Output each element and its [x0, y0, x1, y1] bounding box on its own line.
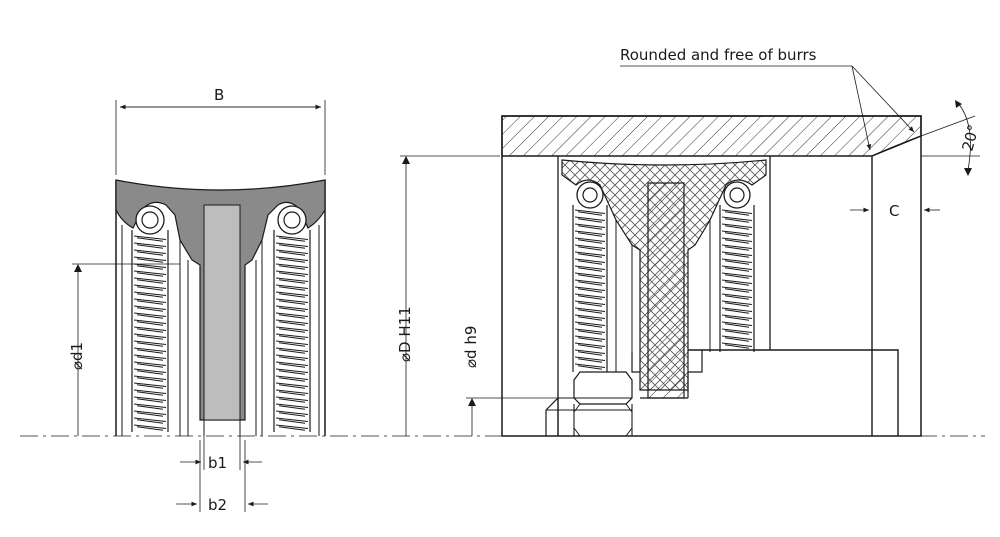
dim-DH11-label: ⌀D H11 [396, 306, 414, 362]
right-spring-right [719, 181, 755, 352]
dim-d1-label: ⌀d1 [68, 342, 86, 370]
dim-C-label: C [889, 202, 899, 220]
dim-b2-label: b2 [208, 496, 227, 514]
housing-top-hatched [501, 115, 922, 157]
left-spring-right [273, 205, 311, 432]
note-label: Rounded and free of burrs [620, 46, 817, 64]
right-spring-left [572, 181, 608, 372]
left-spring-left [131, 205, 169, 432]
dim-b1-label: b1 [208, 454, 227, 472]
right-installation-view: ⌀D H11 ⌀d h9 C 20° Rounded and free of b… [396, 46, 983, 437]
lower-ring [573, 371, 633, 405]
angle-label: 20° [958, 123, 982, 153]
dim-dh9-label: ⌀d h9 [462, 326, 480, 368]
left-seal-view: B ⌀d1 b1 b2 [68, 86, 326, 514]
dim-B-label: B [214, 86, 224, 104]
piston-stem [647, 182, 685, 399]
